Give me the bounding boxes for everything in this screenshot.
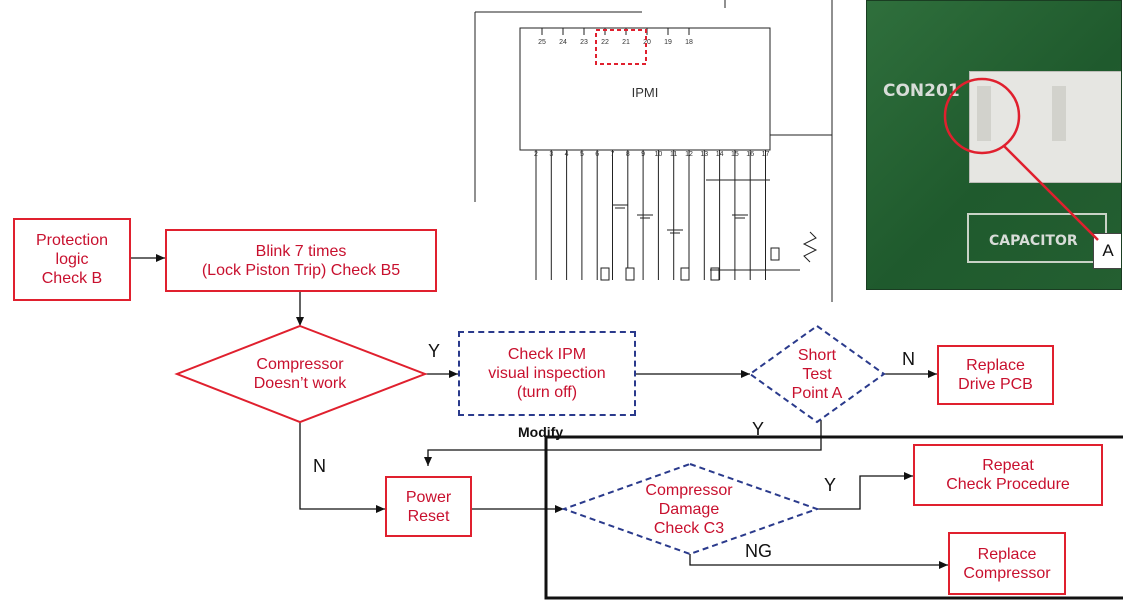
check-ipm-box: Check IPM visual inspection (turn off) bbox=[458, 331, 636, 416]
top-pin-number: 19 bbox=[664, 39, 672, 46]
replace-drive-pcb-box: Replace Drive PCB bbox=[937, 345, 1054, 405]
edge-label-ng: NG bbox=[745, 541, 772, 562]
capacitor-symbol bbox=[771, 248, 779, 260]
ipm-chip-label: IPMI bbox=[632, 85, 659, 100]
callout-label: A bbox=[1102, 241, 1113, 261]
top-pin-number: 21 bbox=[622, 39, 630, 46]
connector-pin-1 bbox=[977, 86, 991, 141]
compressor-decision-text: Compressor Doesn’t work bbox=[200, 352, 400, 396]
modify-label: Modify bbox=[518, 424, 563, 440]
white-connector bbox=[969, 71, 1122, 183]
protection-logic-label: Protection logic Check B bbox=[36, 231, 108, 288]
replace-compressor-label: Replace Compressor bbox=[963, 545, 1050, 583]
blink-label: Blink 7 times (Lock Piston Trip) Check B… bbox=[202, 242, 400, 280]
edge-damage-replace-compressor bbox=[690, 554, 948, 565]
edge-label-yes-ipm: Y bbox=[428, 341, 440, 362]
capacitor-label: CAPACITOR bbox=[989, 233, 1078, 249]
bottom-pin-number: 8 bbox=[626, 151, 630, 158]
highlight-pins-box bbox=[596, 30, 646, 64]
replace-drive-pcb-label: Replace Drive PCB bbox=[958, 356, 1033, 394]
bottom-pin-number: 11 bbox=[670, 151, 677, 158]
capacitor-symbol bbox=[681, 268, 689, 280]
compressor-damage-label: Compressor Damage Check C3 bbox=[645, 481, 732, 538]
bottom-pin-number: 9 bbox=[641, 151, 645, 158]
callout-box: A bbox=[1093, 233, 1122, 269]
bottom-pin-number: 5 bbox=[580, 151, 584, 158]
replace-compressor-box: Replace Compressor bbox=[948, 532, 1066, 595]
connector-label: CON201 bbox=[883, 81, 960, 101]
bottom-pin-number: 16 bbox=[746, 151, 754, 158]
bottom-pin-number: 7 bbox=[611, 151, 615, 158]
edge-label-yes-reset: Y bbox=[752, 419, 764, 440]
compressor-decision-label: Compressor Doesn’t work bbox=[254, 355, 346, 393]
blink-box: Blink 7 times (Lock Piston Trip) Check B… bbox=[165, 229, 437, 292]
bottom-pin-number: 2 bbox=[534, 151, 538, 158]
top-pin-number: 20 bbox=[643, 39, 651, 46]
short-test-text: Short Test Point A bbox=[770, 343, 864, 405]
top-pin-number: 18 bbox=[685, 39, 693, 46]
capacitor-symbol bbox=[601, 268, 609, 280]
pcb-photo: CON201 CAPACITOR A bbox=[866, 0, 1122, 290]
bottom-pin-number: 3 bbox=[549, 151, 553, 158]
top-pin-number: 22 bbox=[601, 39, 609, 46]
repeat-check-box: Repeat Check Procedure bbox=[913, 444, 1103, 506]
edge-label-no-pcb: N bbox=[902, 349, 915, 370]
top-pin-number: 25 bbox=[538, 39, 546, 46]
bottom-pin-number: 17 bbox=[762, 151, 770, 158]
repeat-check-label: Repeat Check Procedure bbox=[946, 456, 1070, 494]
edge-label-yes-repeat: Y bbox=[824, 475, 836, 496]
capacitor-symbol bbox=[626, 268, 634, 280]
bottom-pin-number: 15 bbox=[731, 151, 739, 158]
bottom-pin-number: 12 bbox=[685, 151, 693, 158]
check-ipm-label: Check IPM visual inspection (turn off) bbox=[488, 345, 605, 402]
bottom-pin-number: 4 bbox=[565, 151, 569, 158]
edge-label-no-reset: N bbox=[313, 456, 326, 477]
protection-logic-box: Protection logic Check B bbox=[13, 218, 131, 301]
short-test-label: Short Test Point A bbox=[792, 346, 843, 403]
bottom-pin-number: 14 bbox=[716, 151, 724, 158]
resistor-symbol bbox=[804, 232, 816, 262]
connector-pin-2 bbox=[1052, 86, 1066, 141]
top-pin-number: 24 bbox=[559, 39, 567, 46]
power-reset-label: Power Reset bbox=[406, 488, 451, 526]
top-pin-number: 23 bbox=[580, 39, 588, 46]
bottom-pin-number: 6 bbox=[595, 151, 599, 158]
bottom-pin-number: 10 bbox=[655, 151, 663, 158]
compressor-damage-text: Compressor Damage Check C3 bbox=[614, 478, 764, 540]
power-reset-box: Power Reset bbox=[385, 476, 472, 537]
bottom-pin-number: 13 bbox=[700, 151, 708, 158]
